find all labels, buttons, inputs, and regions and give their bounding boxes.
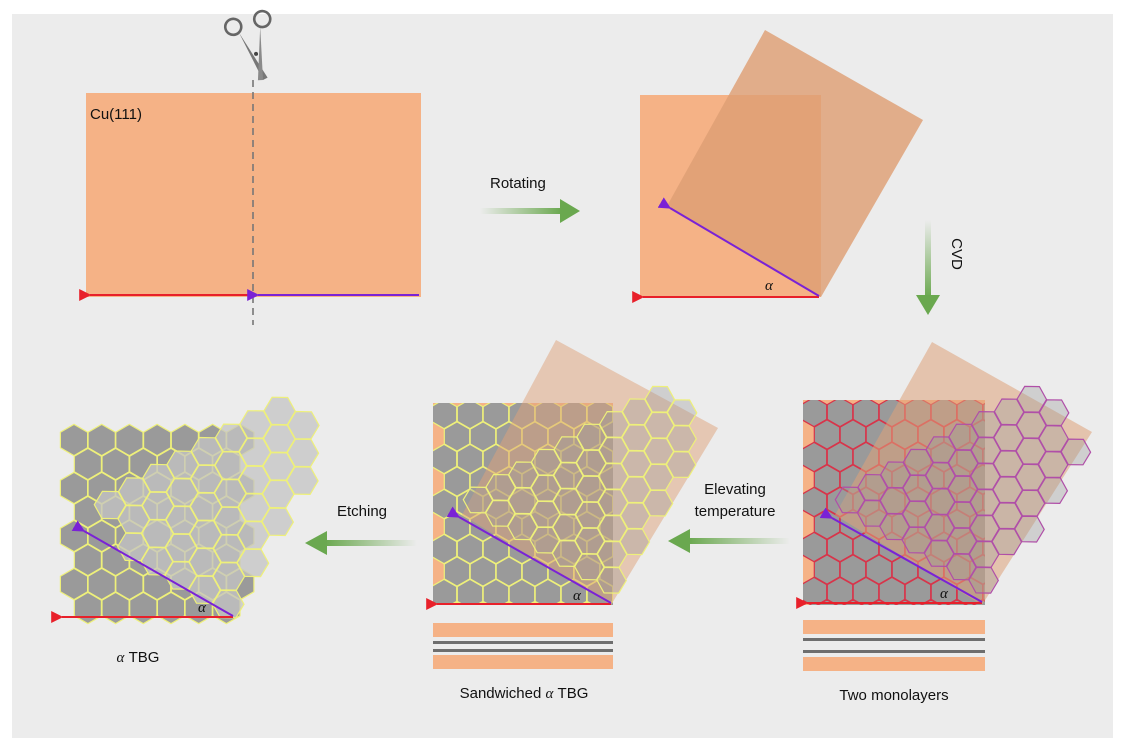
etching-label: Etching xyxy=(337,503,387,520)
step-final-tbg: α α TBG xyxy=(51,396,320,666)
rotating-arrow xyxy=(480,199,580,223)
step-two-monolayers: α Two monolayers xyxy=(796,342,1092,704)
scissors-icon xyxy=(223,9,272,81)
cvd-arrow xyxy=(916,220,940,315)
step-cut-foil: Cu(111) xyxy=(79,9,421,325)
two-monolayers-label: Two monolayers xyxy=(839,687,948,704)
angle-label: α xyxy=(573,588,582,604)
layer-copper-bottom xyxy=(433,655,613,669)
axis-purple-arrow xyxy=(446,506,612,604)
final-alpha: α xyxy=(117,650,126,666)
sandwiched-alpha: α xyxy=(546,686,555,702)
graphene-cell xyxy=(261,507,295,537)
graphene-cell xyxy=(642,489,674,517)
elevating-arrow xyxy=(668,529,790,553)
axis-purple-arrow xyxy=(657,197,820,297)
top-graphene-lattice xyxy=(462,385,698,594)
sandwiched-suffix: TBG xyxy=(558,685,589,702)
top-copper-layer xyxy=(462,340,718,605)
etching-arrow xyxy=(305,531,417,555)
layer-copper-top xyxy=(803,620,985,634)
graphene-cell xyxy=(968,566,999,594)
layer-copper-top xyxy=(433,623,613,637)
axis-purple-arrow xyxy=(71,520,234,617)
step-sandwiched: α Sandwiched α TBG xyxy=(426,340,718,702)
layer-graphene-1 xyxy=(433,641,613,644)
sandwiched-label: Sandwiched α TBG xyxy=(460,685,589,702)
graphene-cell xyxy=(1037,477,1069,505)
graphene-cell xyxy=(619,528,651,556)
graphene-cell xyxy=(596,566,627,594)
sandwiched-prefix: Sandwiched xyxy=(460,685,542,702)
cvd-label: CVD xyxy=(948,238,965,270)
layer-graphene-1 xyxy=(803,638,985,641)
angle-label: α xyxy=(940,586,949,602)
final-suffix: TBG xyxy=(129,649,160,666)
rotated-copper-square xyxy=(667,30,923,297)
graphene-cell xyxy=(236,548,270,578)
step-rotated-stack: α xyxy=(632,30,923,303)
final-tbg-label: α TBG xyxy=(117,649,160,666)
layer-graphene-2 xyxy=(803,650,985,653)
angle-label: α xyxy=(198,600,207,616)
layer-graphene-2 xyxy=(433,649,613,652)
elevating-label-line2: temperature xyxy=(695,503,776,520)
graphene-cell xyxy=(1060,438,1092,466)
axis-purple-arrow xyxy=(819,507,983,603)
rotating-label: Rotating xyxy=(490,175,546,192)
layer-copper-bottom xyxy=(803,657,985,671)
graphene-cell xyxy=(286,466,319,496)
angle-label: α xyxy=(765,278,774,294)
top-graphene-lattice xyxy=(834,385,1092,594)
substrate-label: Cu(111) xyxy=(90,106,142,123)
graphene-cell xyxy=(665,451,697,479)
elevating-label-line1: Elevating xyxy=(704,481,766,498)
graphene-cell xyxy=(1014,515,1045,543)
